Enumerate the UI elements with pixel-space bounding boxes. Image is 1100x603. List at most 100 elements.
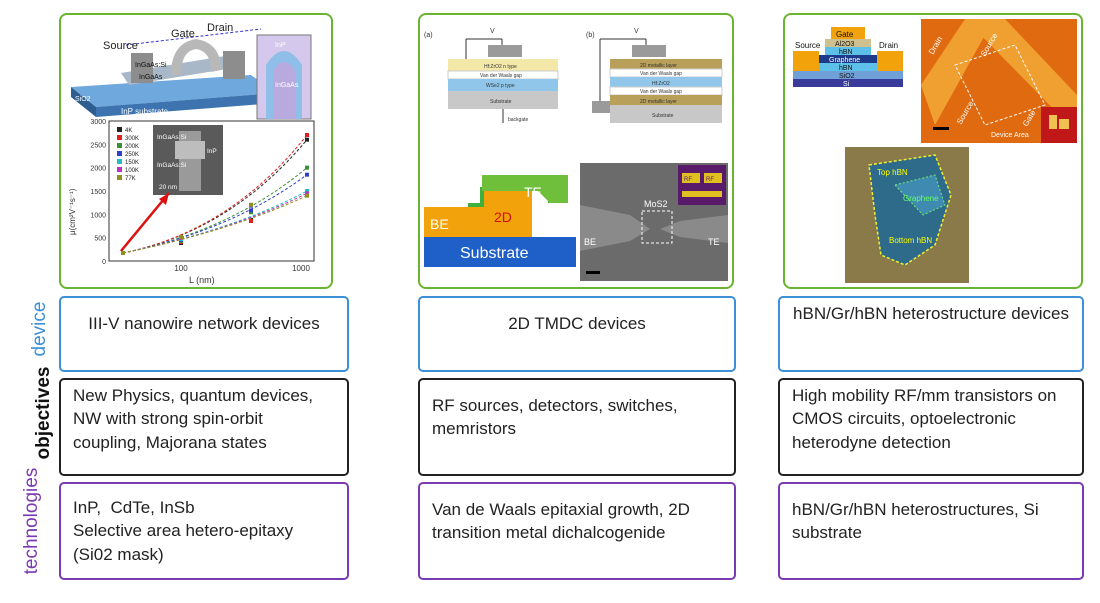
objectives-side-label: objectives [33, 366, 54, 460]
panel-b-tag: (b) [586, 32, 595, 39]
series-line-100K [122, 192, 308, 254]
device-box-nanowire: III-V nanowire network devices [59, 296, 349, 372]
plot-y-ticks: 0 500 1000 1500 2000 2500 3000 [90, 119, 106, 266]
objectives-box-nanowire: New Physics, quantum devices, NW with st… [59, 378, 349, 476]
plot-ytick-1000: 1000 [90, 212, 106, 219]
plot-ytick-2000: 2000 [90, 166, 106, 173]
objectives-box-hbn: High mobility RF/mm transistors on CMOS … [778, 378, 1084, 476]
objectives-box-tmdc: RF sources, detectors, switches, memrist… [418, 378, 736, 476]
optical-device-area-label: Device Area [991, 132, 1029, 139]
substrate-label: Substrate [460, 245, 529, 262]
series-point-150K-3 [305, 189, 309, 193]
panel-b-layer-2: Van der Waals gap [640, 71, 682, 77]
schematic-source-label: Source [103, 40, 138, 52]
series-point-250K-3 [305, 172, 309, 177]
panel-a-layer-2: Van der Waals gap [480, 73, 522, 79]
figure-tmdc-panel: (a) V Hf:ZrO2 n type Van der Waals gap W… [418, 13, 734, 289]
legend-marker-4K [117, 127, 122, 132]
plot-ytick-500: 500 [94, 236, 106, 243]
series-point-200K-3 [305, 165, 309, 170]
stack-drain-label: Drain [879, 41, 898, 50]
panel-b-vlabel: V [634, 28, 639, 35]
legend-label-300K: 300K [125, 136, 139, 142]
schematic-gate-label: Gate [171, 28, 195, 40]
panel-a-layer-3: WSe2 p type [486, 83, 515, 89]
legend-marker-250K [117, 151, 122, 156]
technologies-box-hbn: hBN/Gr/hBN heterostructures, Si substrat… [778, 482, 1084, 580]
technologies-side-label: technologies [21, 467, 42, 575]
sem-rf-out-label: RF [706, 177, 714, 183]
plot-xlabel: L (nm) [189, 275, 215, 285]
legend-label-250K: 250K [125, 152, 139, 158]
panel-a-backgate: backgate [508, 117, 529, 123]
series-point-100K-3 [305, 191, 309, 196]
schematic-sio2-label: SiO2 [75, 96, 91, 103]
series-point-77K-1 [179, 235, 183, 239]
inset-ingaas-label: InGaAs [275, 82, 299, 89]
sem-te-label: TE [708, 237, 720, 247]
sem-inset-bottom-label: InGaAs:Si [157, 162, 186, 169]
technologies-box-tmdc: Van de Waals epitaxial growth, 2D transi… [418, 482, 736, 580]
technologies-line-2: Selective area hetero-epitaxy [73, 521, 294, 541]
series-point-300K-2 [249, 219, 253, 223]
figure-nanowire-panel: Source Gate Drain InGaAs:Si InGaAs SiO2 … [59, 13, 333, 289]
mobility-plot: μ(cm²V⁻¹s⁻¹) L (nm) 0 500 1000 1500 2000 2500… [68, 119, 315, 285]
sem-mos2-label: MoS2 [644, 199, 668, 209]
stack-source-label: Source [795, 41, 821, 50]
series-point-77K-2 [249, 202, 253, 207]
plot-xtick-1000: 1000 [292, 264, 310, 273]
stack-si-label: Si [843, 81, 850, 88]
sem-inset-top-label: InGaAs:Si [157, 134, 186, 141]
plot-ylabel: μ(cm²V⁻¹s⁻¹) [68, 188, 77, 235]
be-label: BE [430, 216, 449, 232]
series-point-300K-3 [305, 133, 309, 137]
legend-marker-77K [117, 175, 122, 180]
hbn-figure: Gate Al2O3 hBN Graphene hBN SiO2 Si Sour… [793, 19, 1077, 283]
flake-top-hbn-label: Top hBN [877, 168, 908, 177]
schematic-substrate-label: InP substrate [121, 107, 169, 116]
device-side-label: device [29, 301, 50, 357]
stack-sio2-label: SiO2 [839, 73, 855, 80]
legend-label-100K: 100K [125, 168, 139, 174]
legend-marker-150K [117, 159, 122, 164]
figure-hbn-panel: Gate Al2O3 hBN Graphene hBN SiO2 Si Sour… [783, 13, 1083, 289]
schematic-ingaassi-label: InGaAs:Si [135, 62, 167, 69]
panel-a-tag: (a) [424, 32, 433, 39]
device-box-hbn: hBN/Gr/hBN heterostructure devices [778, 296, 1084, 372]
plot-ytick-1500: 1500 [90, 189, 106, 196]
sem-inset-inp-label: InP [207, 148, 217, 155]
panel-b-layer-3: Hf:ZrO2 [652, 81, 670, 87]
schematic-drain-label: Drain [207, 22, 233, 34]
device-box-tmdc: 2D TMDC devices [418, 296, 736, 372]
legend-label-77K: 77K [125, 176, 136, 182]
plot-ytick-0: 0 [102, 259, 106, 266]
panel-a-layer-4: Substrate [490, 99, 512, 105]
series-line-150K [122, 190, 308, 254]
stack-hbn-top-label: hBN [839, 49, 853, 56]
series-point-4K-3 [305, 137, 309, 142]
legend-label-4K: 4K [125, 128, 132, 134]
legend-label-200K: 200K [125, 144, 139, 150]
series-line-77K [122, 195, 308, 254]
stack-graphene-label: Graphene [829, 57, 860, 64]
flake-bottom-hbn-label: Bottom hBN [889, 236, 932, 245]
twod-label: 2D [494, 209, 512, 225]
plot-ytick-3000: 3000 [90, 119, 106, 126]
legend-marker-300K [117, 135, 122, 140]
series-point-250K-2 [249, 208, 253, 213]
panel-b-layer-5: 2D metallic layer [640, 99, 677, 105]
panel-a-vlabel: V [490, 28, 495, 35]
plot-series [121, 133, 309, 255]
plot-ytick-2500: 2500 [90, 142, 106, 149]
plot-xtick-100: 100 [174, 264, 188, 273]
series-point-77K-3 [305, 193, 309, 198]
panel-b-layer-4: Van der Waals gap [640, 89, 682, 95]
sem-rf-in-label: RF [684, 177, 692, 183]
sem-inset-scale-label: 20 nm [159, 184, 177, 191]
stack-hbn-bottom-label: hBN [839, 65, 853, 72]
technologies-box-nanowire: InP, CdTe, InSb Selective area hetero-ep… [59, 482, 349, 580]
inset-inp-top-label: InP [275, 42, 286, 49]
schematic-ingaas-label: InGaAs [139, 74, 163, 81]
nanowire-figure: Source Gate Drain InGaAs:Si InGaAs SiO2 … [68, 22, 315, 285]
